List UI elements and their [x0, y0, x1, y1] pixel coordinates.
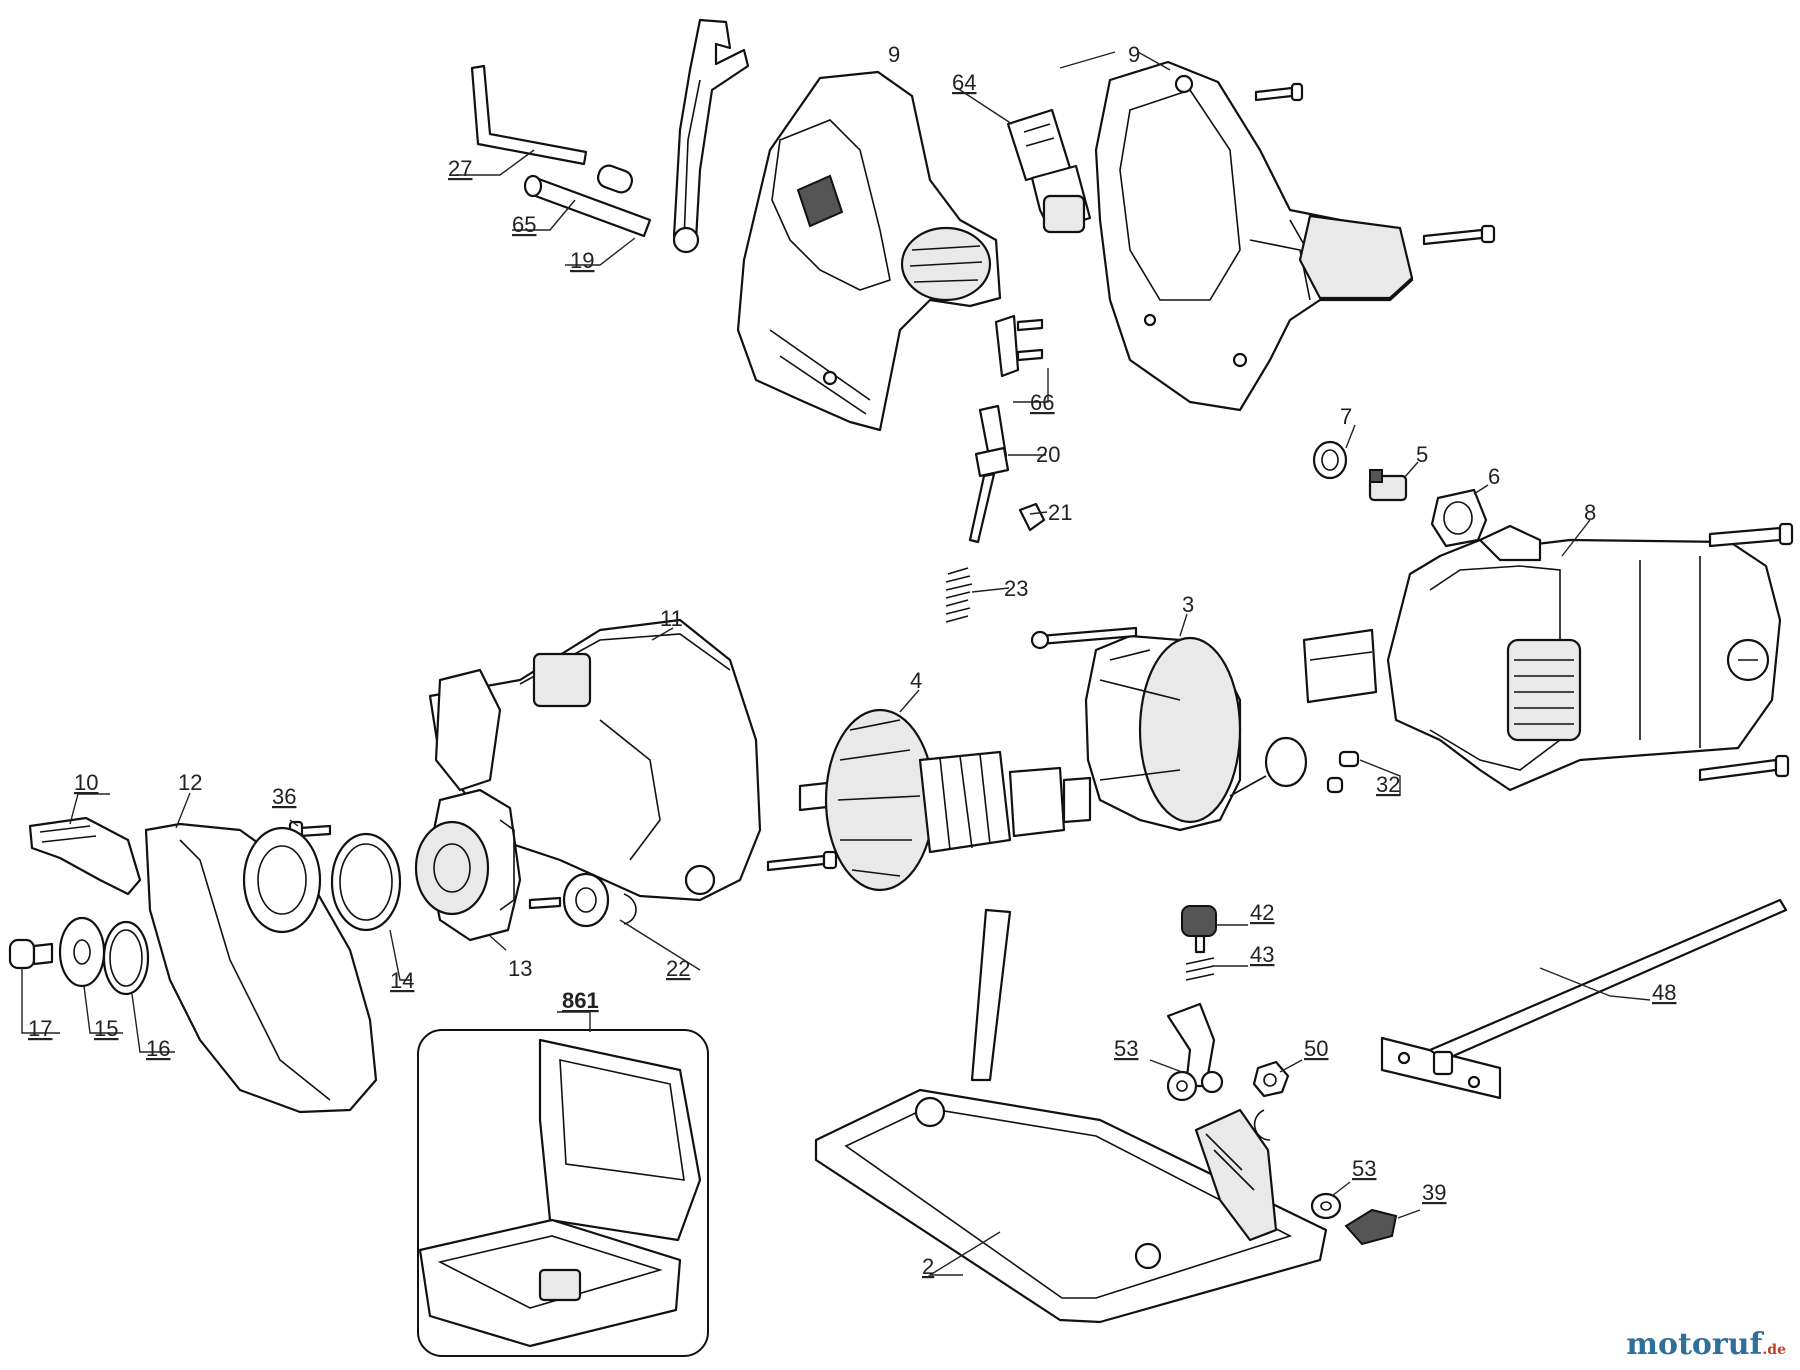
e-clip-part — [1253, 1109, 1271, 1141]
callout-65: 65 — [512, 212, 536, 237]
e-clip-part-21 — [1018, 502, 1046, 532]
callout-861: 861 — [562, 988, 599, 1013]
callout-39: 39 — [1422, 1180, 1446, 1205]
spring-part-43 — [1185, 957, 1215, 981]
lower-guard-part-12 — [144, 822, 378, 1114]
bracket-part — [1166, 1002, 1224, 1094]
nut-part-50 — [1252, 1060, 1290, 1098]
callout-15: 15 — [94, 1016, 118, 1041]
rip-fence-part-48 — [1380, 898, 1788, 1100]
motoruf-watermark: motoruf.de — [1626, 1327, 1786, 1362]
guard-lever-part-10 — [28, 816, 142, 896]
callout-64: 64 — [952, 70, 976, 95]
trigger-switch-part-64 — [1006, 108, 1092, 234]
right-handle-housing-part-9 — [1094, 60, 1414, 412]
callout-11: 11 — [660, 606, 683, 631]
callout-14: 14 — [390, 968, 414, 993]
callout-labels: 9 64 9 27 65 19 66 20 21 23 7 5 6 8 11 3… — [28, 42, 1676, 1279]
motor-housing-part-8 — [1386, 522, 1794, 792]
callout-27: 27 — [448, 156, 472, 181]
outer-washer-part-15 — [58, 916, 106, 988]
screw-part-32 — [1326, 750, 1360, 794]
washer-part-53a — [1166, 1070, 1198, 1102]
cord-clamp-part-66 — [994, 314, 1044, 378]
callout-6: 6 — [1488, 464, 1500, 489]
lock-pin-part-20 — [968, 404, 1010, 544]
callout-50: 50 — [1304, 1036, 1328, 1061]
callout-17: 17 — [28, 1016, 52, 1041]
brush-cap-part-6 — [1430, 488, 1488, 548]
depth-knob-part-42 — [1181, 905, 1217, 954]
callout-5: 5 — [1416, 442, 1428, 467]
callout-10: 10 — [74, 770, 98, 795]
armature-part-4 — [798, 708, 1092, 892]
callout-21: 21 — [1048, 500, 1072, 525]
callout-53-upper: 53 — [1114, 1036, 1138, 1061]
bevel-clip-part-19 — [672, 18, 750, 254]
callout-48: 48 — [1652, 980, 1676, 1005]
callout-7: 7 — [1340, 404, 1352, 429]
callout-32: 32 — [1376, 772, 1400, 797]
left-handle-housing-part-9 — [736, 70, 1002, 432]
callout-4: 4 — [910, 668, 922, 693]
base-plate-part-2 — [814, 908, 1328, 1324]
leader-lines — [21, 51, 1651, 1276]
spring-part-23 — [945, 567, 973, 623]
callout-36: 36 — [272, 784, 296, 809]
gearbox-part-13 — [414, 788, 522, 942]
callout-3: 3 — [1182, 592, 1194, 617]
callout-19: 19 — [570, 248, 594, 273]
bearing-part-7 — [1312, 440, 1348, 480]
callout-9-left: 9 — [888, 42, 900, 67]
carrying-case-part-861 — [417, 1029, 709, 1357]
callout-53-lower: 53 — [1352, 1156, 1376, 1181]
hex-key-part-27 — [470, 64, 588, 166]
field-ring — [1229, 736, 1308, 797]
lock-pin-part-65 — [523, 164, 652, 238]
callout-8: 8 — [1584, 500, 1596, 525]
callout-20: 20 — [1036, 442, 1060, 467]
wing-nut-part-39 — [1344, 1208, 1398, 1246]
baffle-plate — [1302, 628, 1378, 704]
retaining-ring-part-14 — [330, 832, 402, 932]
inner-ring-part-16 — [102, 920, 150, 996]
blade-bolt-part-17 — [8, 938, 54, 970]
callout-22: 22 — [666, 956, 690, 981]
callout-42: 42 — [1250, 900, 1274, 925]
carbon-brush-part-5 — [1368, 469, 1408, 502]
callout-16: 16 — [146, 1036, 170, 1061]
watermark-name: motoruf — [1626, 1327, 1763, 1362]
callout-2: 2 — [922, 1254, 934, 1279]
callout-43: 43 — [1250, 942, 1274, 967]
callout-23: 23 — [1004, 576, 1028, 601]
watermark-tld: .de — [1762, 1342, 1786, 1358]
field-stator-part-3 — [1030, 626, 1242, 832]
callout-9-right: 9 — [1128, 42, 1140, 67]
callout-12: 12 — [178, 770, 202, 795]
callout-66: 66 — [1030, 390, 1054, 415]
callout-13: 13 — [508, 956, 532, 981]
handle-screws — [1254, 82, 1496, 246]
washer-part-53b — [1310, 1192, 1342, 1220]
spacer-part-22 — [528, 872, 637, 928]
